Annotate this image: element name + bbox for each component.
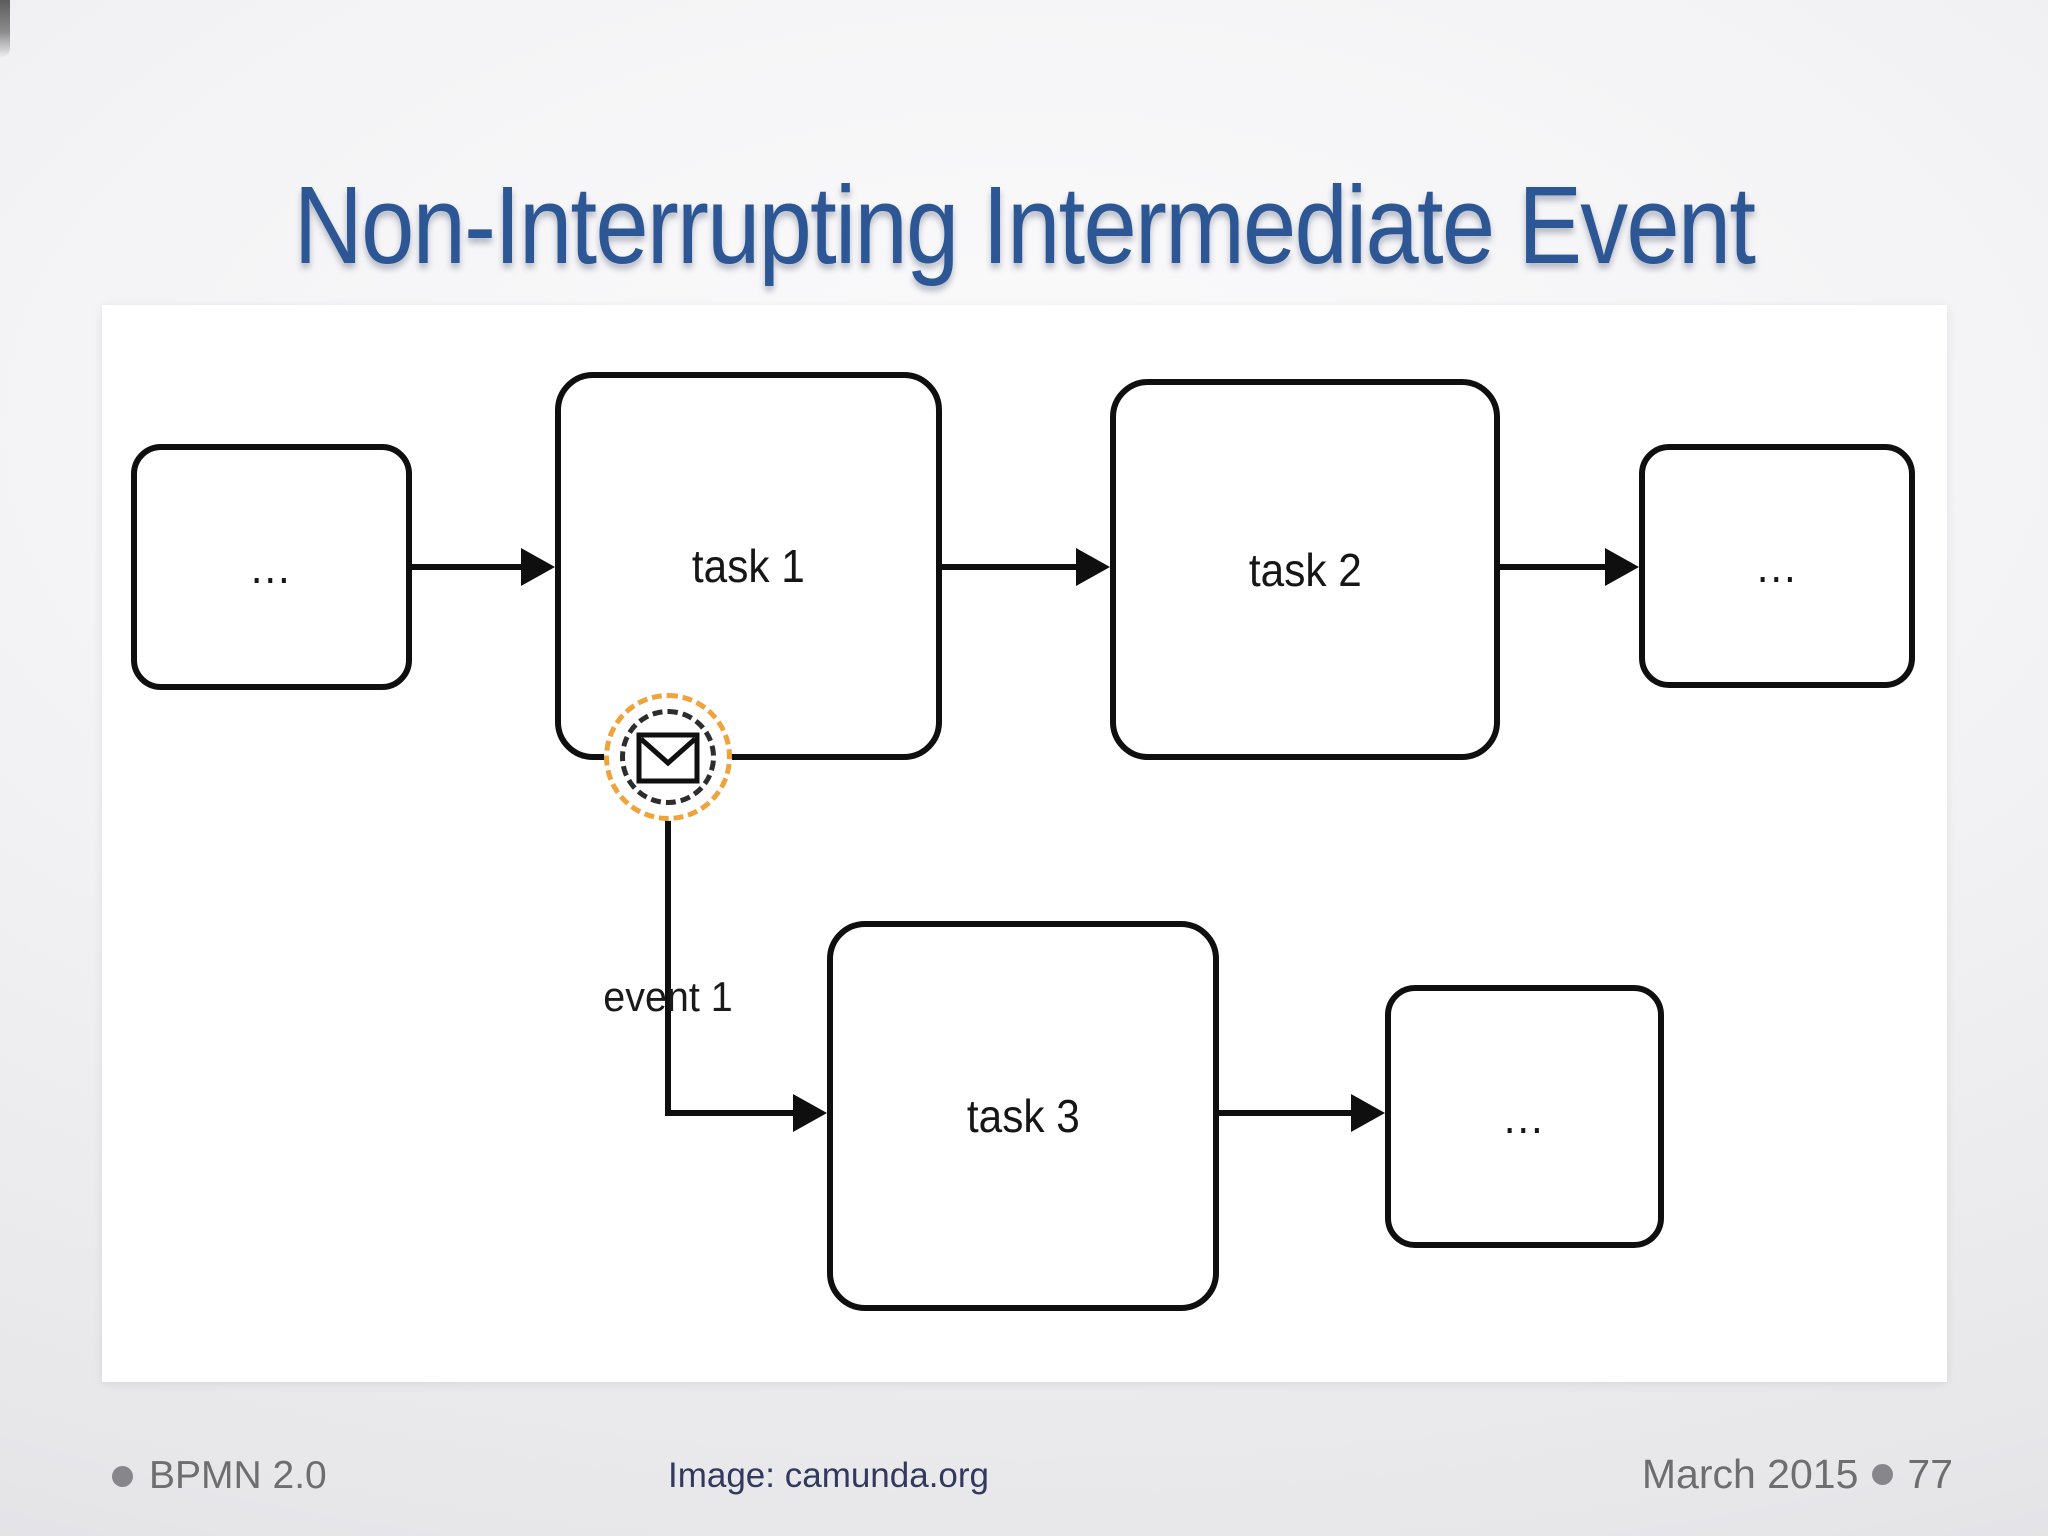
envelope-icon: [636, 732, 700, 784]
sequence-flow-event-horizontal: [665, 1110, 796, 1116]
node-label: ...: [251, 541, 292, 593]
bpmn-node-predecessor: ...: [131, 444, 412, 690]
sequence-flow-task1-to-task2: [940, 564, 1079, 570]
node-label: task 3: [966, 1090, 1080, 1142]
footer-right: March 2015 77: [1642, 1448, 1953, 1500]
bullet-icon: [112, 1465, 133, 1487]
boundary-event-inner-ring: [620, 709, 716, 805]
bpmn-node-task1: task 1: [555, 372, 942, 760]
bullet-icon: [1872, 1463, 1894, 1485]
node-label: ...: [1504, 1090, 1545, 1143]
boundary-event-label: event 1: [603, 973, 733, 1020]
page-number: 77: [1907, 1450, 1953, 1497]
footer-left-label: BPMN 2.0: [149, 1454, 327, 1497]
footer-date: March 2015: [1641, 1450, 1859, 1497]
arrowhead-icon: [1605, 548, 1639, 586]
image-credit-text: Image: camunda.org: [668, 1456, 990, 1495]
arrowhead-icon: [1351, 1094, 1385, 1132]
sequence-flow-pre-to-task1: [412, 564, 524, 570]
footer-credit: Image: camunda.org: [668, 1450, 989, 1502]
bpmn-node-successor2: ...: [1385, 985, 1664, 1248]
node-label: task 1: [692, 540, 805, 592]
arrowhead-icon: [521, 548, 555, 586]
arrowhead-icon: [1076, 548, 1110, 586]
corner-artifact: [0, 0, 10, 58]
sequence-flow-event-vertical: [665, 819, 671, 1116]
node-label: task 2: [1248, 543, 1362, 596]
bpmn-node-task3: task 3: [827, 921, 1219, 1311]
bpmn-node-task2: task 2: [1110, 379, 1500, 760]
slide-title: Non-Interrupting Intermediate Event: [293, 163, 1756, 287]
footer-left: BPMN 2.0: [112, 1450, 327, 1502]
sequence-flow-task3-to-post2: [1219, 1110, 1354, 1116]
arrowhead-icon: [793, 1094, 827, 1132]
sequence-flow-task2-to-post: [1500, 564, 1608, 570]
bpmn-diagram-canvas: ... task 1 task 2 ... task 3 ...: [102, 305, 1947, 1382]
node-label: ...: [1756, 540, 1798, 592]
bpmn-node-successor: ...: [1639, 444, 1915, 688]
